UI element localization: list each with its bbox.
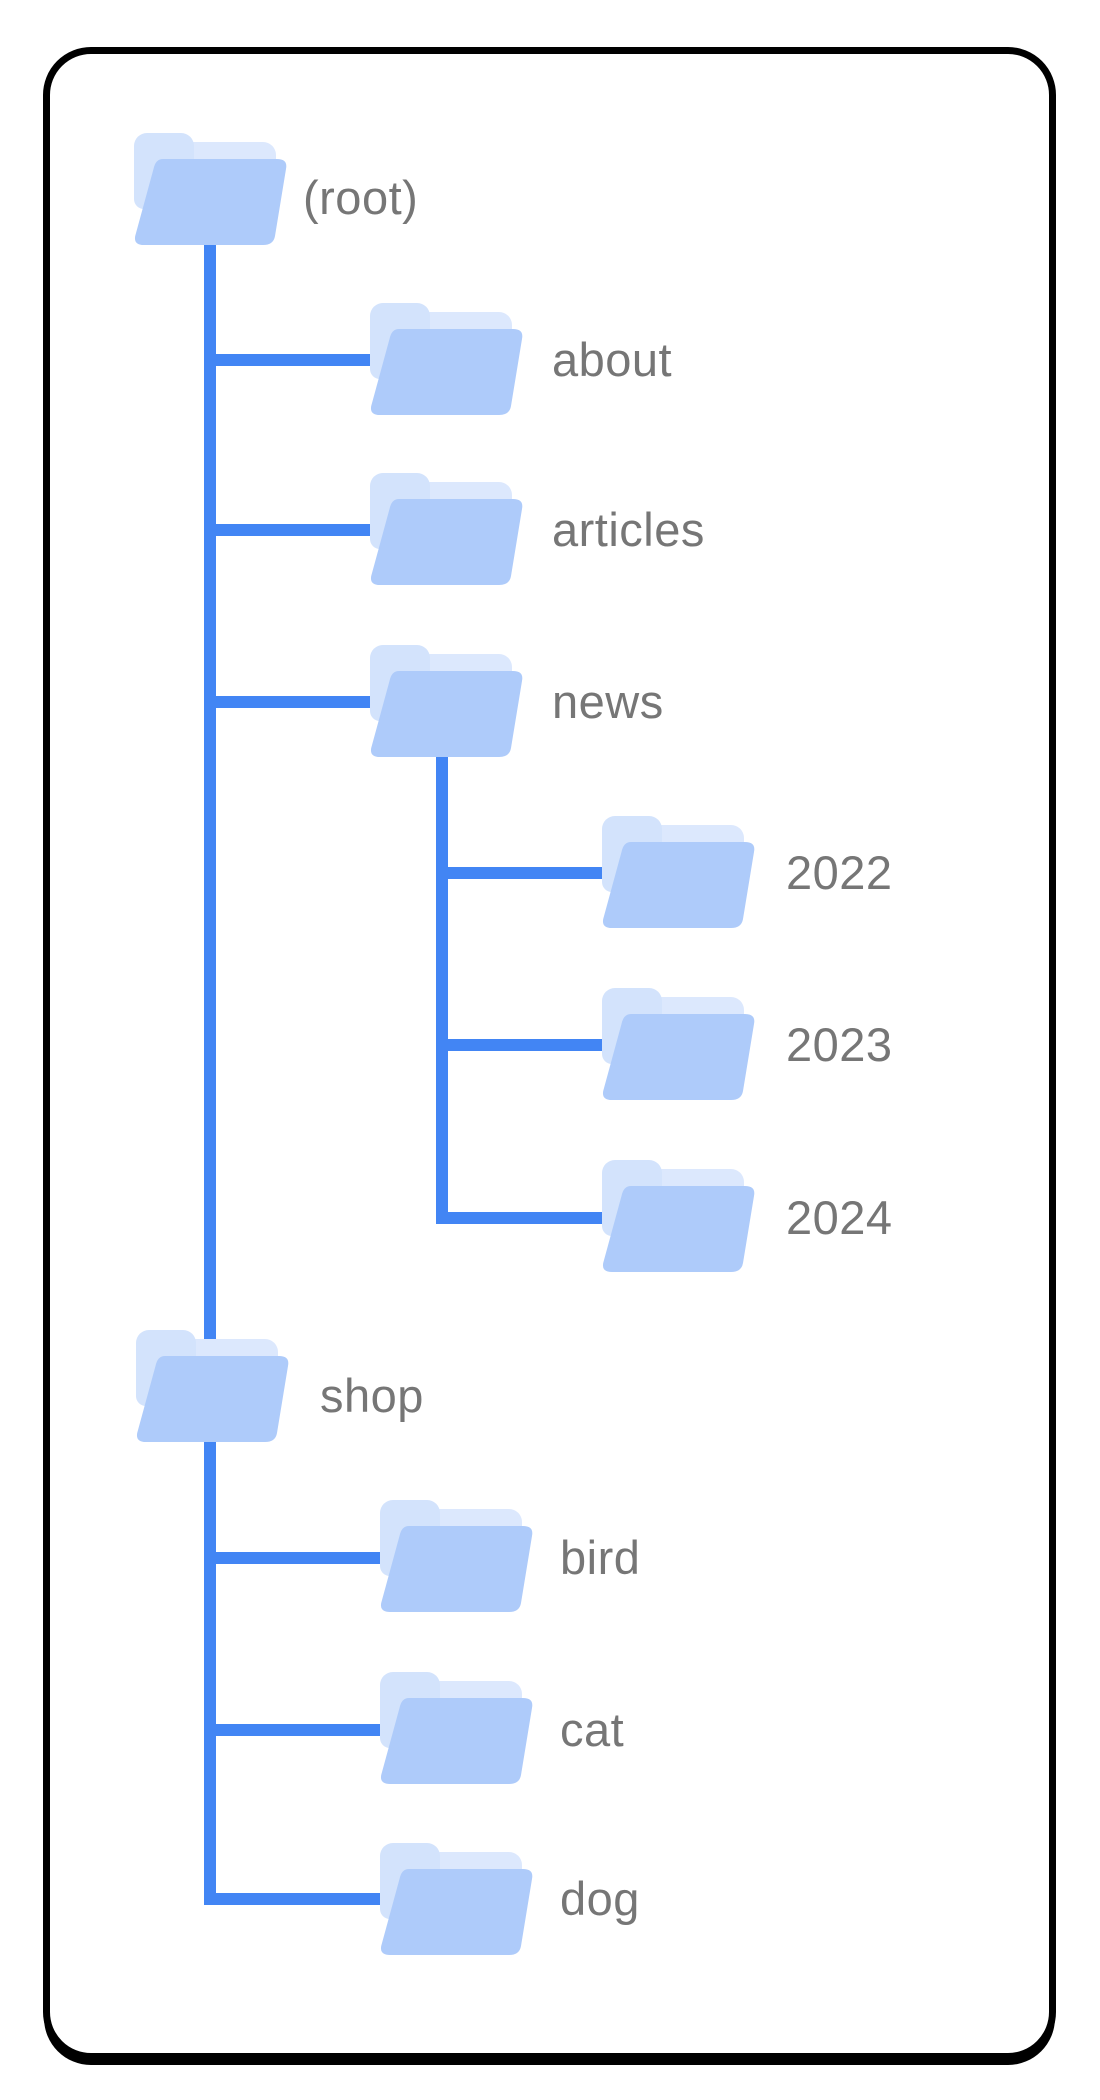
node-label-about: about — [552, 333, 673, 386]
diagram-card — [43, 47, 1056, 2060]
folder-icon — [370, 303, 523, 415]
folder-icon — [370, 645, 523, 757]
node-label-2023: 2023 — [786, 1018, 893, 1071]
node-label-cat: cat — [560, 1703, 625, 1756]
connector-branch-about — [204, 354, 375, 366]
node-label-2024: 2024 — [786, 1191, 893, 1244]
connector-trunk-root — [204, 245, 216, 1905]
tree-node-2024 — [600, 1160, 756, 1276]
folder-icon — [380, 1843, 533, 1955]
node-label-2022: 2022 — [786, 846, 893, 899]
folder-icon — [602, 1160, 755, 1272]
tree-node-articles — [368, 473, 524, 589]
node-label-dog: dog — [560, 1872, 640, 1925]
folder-icon — [136, 1330, 289, 1442]
tree-node-shop — [134, 1330, 290, 1446]
connector-branch-2024 — [436, 1212, 607, 1224]
node-label-articles: articles — [552, 503, 705, 556]
connector-trunk-news — [436, 752, 448, 1224]
node-label-news: news — [552, 675, 664, 728]
folder-icon — [380, 1672, 533, 1784]
connector-branch-2022 — [436, 867, 607, 879]
connector-branch-cat — [204, 1724, 385, 1736]
tree-node-root — [132, 133, 288, 249]
folder-icon — [602, 816, 755, 928]
folder-icon — [602, 988, 755, 1100]
node-label-shop: shop — [320, 1369, 424, 1422]
connector-branch-articles — [204, 524, 375, 536]
tree-node-dog — [378, 1843, 534, 1959]
connector-branch-news — [204, 696, 375, 708]
folder-icon — [370, 473, 523, 585]
node-label-bird: bird — [560, 1531, 641, 1584]
tree-node-2022 — [600, 816, 756, 932]
connector-branch-bird — [204, 1552, 385, 1564]
node-label-root: (root) — [303, 171, 419, 224]
folder-icon — [380, 1500, 533, 1612]
tree-node-bird — [378, 1500, 534, 1616]
folder-icon — [134, 133, 287, 245]
connector-branch-dog — [204, 1893, 385, 1905]
tree-node-about — [368, 303, 524, 419]
tree-node-news — [368, 645, 524, 761]
tree-node-2023 — [600, 988, 756, 1104]
tree-node-cat — [378, 1672, 534, 1788]
connector-branch-2023 — [436, 1039, 607, 1051]
